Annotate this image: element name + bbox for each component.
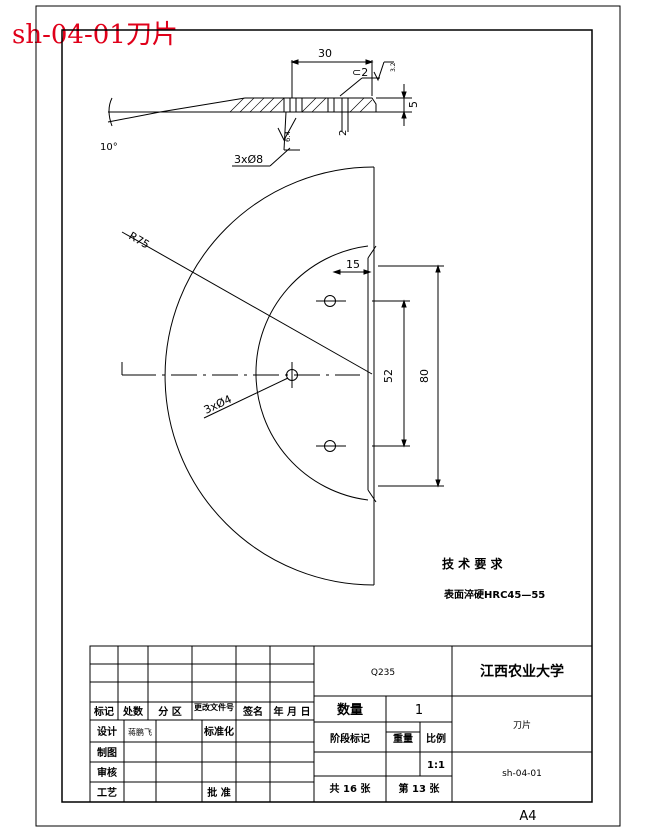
school-name: 江西农业大学 — [480, 663, 564, 680]
designer-name: 蒋鹏飞 — [128, 727, 152, 737]
dim-2: 2 — [338, 130, 349, 136]
rev-header-date: 年 月 日 — [274, 705, 311, 718]
outer-frame — [35, 5, 621, 827]
tech-req-heading: 技 术 要 求 — [442, 556, 504, 571]
dim-r75: R75 — [127, 229, 152, 251]
part-name: 刀片 — [513, 719, 531, 731]
drawing-title-overlay: sh-04-01刀片 — [12, 20, 178, 50]
sheet-size: A4 — [519, 809, 536, 824]
drawing-number: sh-04-01 — [502, 769, 542, 779]
material-text: Q235 — [371, 668, 395, 678]
stage-label: 阶段标记 — [330, 732, 370, 745]
dim-holes-4: 3xØ4 — [202, 393, 234, 417]
dim-angle-10: 10° — [100, 142, 118, 153]
rev-header-sign: 签名 — [242, 705, 263, 718]
front-view — [121, 166, 444, 586]
qty-value: 1 — [415, 703, 423, 718]
dim-30: 30 — [318, 47, 332, 60]
rev-header-zone: 分 区 — [158, 705, 181, 718]
inner-frame — [61, 29, 593, 803]
title-block-grid — [89, 645, 593, 803]
design-label: 设计 — [97, 725, 117, 738]
rev-header-mark: 标记 — [93, 705, 114, 718]
rev-header-count: 处数 — [122, 705, 144, 718]
ratio-label: 比例 — [426, 732, 446, 745]
side-view — [107, 59, 412, 167]
std-label: 标准化 — [203, 725, 234, 738]
check-label: 审核 — [97, 766, 117, 779]
qty-label: 数量 — [337, 702, 363, 718]
approve-label: 批 准 — [207, 786, 230, 799]
dim-52: 52 — [382, 369, 395, 383]
weight-label: 重量 — [393, 732, 413, 745]
rev-header-docno: 更改文件号 — [194, 702, 234, 712]
dim-80: 80 — [418, 369, 431, 383]
draw-label: 制图 — [97, 746, 117, 759]
sheet-count: 共 16 张 — [330, 782, 372, 795]
sheet-number: 第 13 张 — [399, 782, 441, 795]
roughness-6-4: 6.4 — [284, 130, 292, 142]
dim-chamfer: ⊂2 — [352, 66, 368, 79]
dim-5: 5 — [407, 101, 420, 108]
tech-req-line: 表面淬硬HRC45—55 — [443, 588, 545, 601]
dim-holes-8: 3xØ8 — [234, 153, 263, 166]
dim-15: 15 — [346, 258, 360, 271]
process-label: 工艺 — [97, 786, 117, 799]
scale-value: 1:1 — [427, 760, 445, 771]
roughness-3-2: 3.2 — [390, 62, 397, 72]
